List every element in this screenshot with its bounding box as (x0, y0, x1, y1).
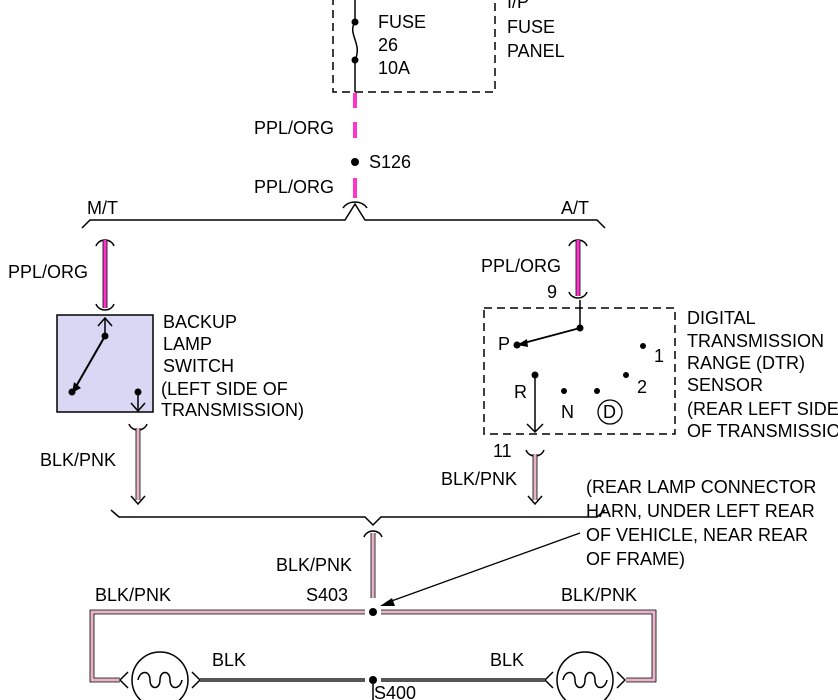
dtr-label-6: OF TRANSMISSION) (687, 421, 838, 441)
dtr-pos-n: N (561, 402, 574, 422)
splice-s400-label: S400 (374, 683, 416, 700)
dtr-pos-p: P (498, 334, 510, 354)
dtr-label-5: (REAR LEFT SIDE (687, 399, 838, 419)
wire-dtr-out: BLK/PNK (441, 449, 545, 506)
wire-label-splice-to-junction: PPL/ORG (254, 177, 334, 197)
wire-fuse-to-splice: PPL/ORG S126 PPL/ORG (254, 93, 411, 198)
wire-lamp-feeds: BLK/PNK BLK/PNK (89, 585, 657, 683)
wire-lamp-grounds: BLK BLK S400 (200, 650, 545, 700)
dtr-label-4: SENSOR (687, 375, 763, 395)
splice-s400-dot (369, 676, 377, 684)
backup-lamp-switch: BACKUP LAMP SWITCH (LEFT SIDE OF TRANSMI… (56, 312, 304, 420)
fuse-label: FUSE (378, 12, 426, 32)
dtr-selector-arm (519, 327, 581, 345)
switch-contact-arm (73, 335, 106, 391)
branch-label-mt: M/T (87, 198, 118, 218)
wire-backup-switch-out: BLK/PNK (40, 423, 148, 506)
fuse-panel-title-line1: I/P (507, 0, 529, 12)
fuse-panel-title-line3: PANEL (507, 41, 565, 61)
connector-note-line4: OF FRAME) (586, 549, 685, 569)
dtr-pin-9: 9 (547, 282, 557, 302)
fuse-panel-box (332, 0, 496, 93)
fuse-panel-title-line2: FUSE (507, 17, 555, 37)
connector-note-line2: HARN, UNDER LEFT REAR (586, 501, 815, 521)
backup-switch-label-4: (LEFT SIDE OF (161, 379, 288, 399)
top-bus: M/T A/T (81, 198, 606, 229)
wire-at-branch: PPL/ORG 9 (481, 239, 588, 302)
wire-junction-to-s403: BLK/PNK S403 (276, 533, 377, 616)
wire-label-junction-to-s403: BLK/PNK (276, 555, 352, 575)
wire-label-right-lamp-ground: BLK (490, 650, 524, 670)
fuse-element-icon (352, 21, 358, 61)
connector-note-line1: (REAR LAMP CONNECTOR (586, 477, 816, 497)
splice-s403-dot (369, 608, 377, 616)
branch-label-at: A/T (561, 198, 589, 218)
wire-label-at-branch: PPL/ORG (481, 256, 561, 276)
right-backup-lamp (543, 651, 627, 700)
fuse-rating: 10A (378, 58, 410, 78)
dtr-sensor: P 1 2 R N D DIGITAL TRANSMISSION RANGE (… (483, 300, 838, 461)
connector-note-line3: OF VEHICLE, NEAR REAR (586, 525, 808, 545)
wire-label-left-lamp-ground: BLK (212, 650, 246, 670)
dtr-label-2: TRANSMISSION (687, 331, 824, 351)
wire-label-left-lamp-feed: BLK/PNK (95, 585, 171, 605)
wire-label-backup-switch-out: BLK/PNK (40, 450, 116, 470)
backup-switch-label-3: SWITCH (163, 356, 234, 376)
backup-switch-label-2: LAMP (163, 334, 212, 354)
wire-label-right-lamp-feed: BLK/PNK (561, 585, 637, 605)
backup-switch-label-5: TRANSMISSION) (161, 400, 304, 420)
wire-label-dtr-out: BLK/PNK (441, 469, 517, 489)
dtr-pos-d: D (603, 402, 616, 422)
dtr-label-1: DIGITAL (687, 308, 756, 328)
splice-s126-label: S126 (369, 152, 411, 172)
connector-note: (REAR LAMP CONNECTOR HARN, UNDER LEFT RE… (380, 477, 816, 606)
wire-label-mt-branch: PPL/ORG (8, 262, 88, 282)
wire-label-fuse-to-splice: PPL/ORG (254, 118, 334, 138)
splice-s403-label: S403 (306, 585, 348, 605)
dtr-pos-r: R (514, 382, 527, 402)
dtr-drive-circle (597, 399, 623, 425)
left-backup-lamp (118, 651, 202, 700)
backup-switch-label-1: BACKUP (163, 312, 237, 332)
connector-note-pointer (385, 532, 581, 604)
dtr-pos-2: 2 (637, 377, 647, 397)
wire-mt-branch: PPL/ORG (8, 239, 115, 311)
lower-bus (110, 509, 606, 538)
dtr-label-3: RANGE (DTR) (687, 353, 805, 373)
splice-s126-dot (351, 158, 359, 166)
dtr-pin-11: 11 (493, 441, 512, 461)
dtr-pos-1: 1 (654, 346, 664, 366)
fuse-panel: FUSE 26 10A I/P FUSE PANEL (332, 0, 565, 93)
fuse-number: 26 (378, 35, 398, 55)
